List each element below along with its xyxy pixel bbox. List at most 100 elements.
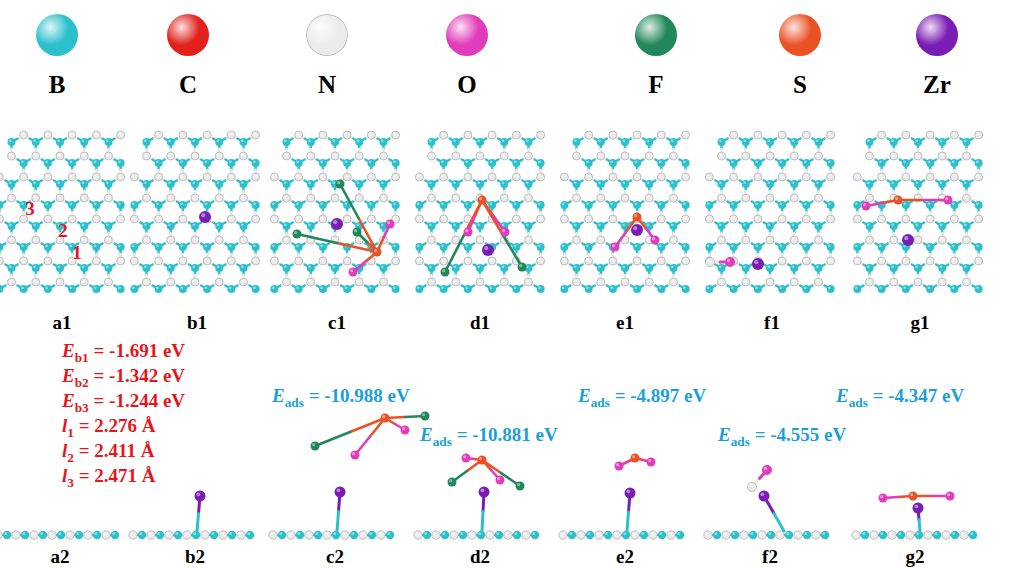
atom — [560, 257, 568, 265]
atom-highlight — [94, 132, 97, 135]
atom — [143, 138, 151, 146]
atom — [68, 173, 76, 181]
atom-highlight — [465, 202, 468, 205]
atom-highlight — [610, 174, 613, 177]
atom — [167, 138, 175, 146]
atom-highlight — [21, 202, 24, 205]
atom-highlight — [381, 139, 384, 142]
atom — [537, 285, 545, 293]
atom — [295, 285, 303, 293]
atom — [609, 257, 617, 265]
atom-highlight — [320, 202, 323, 205]
atom — [392, 201, 400, 209]
atom — [319, 285, 327, 293]
atom-highlight — [94, 244, 97, 247]
atom-highlight — [70, 258, 73, 261]
atom — [44, 201, 52, 209]
atom — [512, 215, 520, 223]
atom — [307, 138, 315, 146]
atom-highlight — [57, 195, 60, 198]
atom — [20, 173, 28, 181]
atom — [215, 152, 223, 160]
atom-highlight — [598, 139, 601, 142]
atom-highlight — [635, 258, 638, 261]
atom-highlight — [241, 153, 244, 156]
atom — [44, 215, 52, 223]
atom — [179, 285, 187, 293]
atom-highlight — [229, 132, 232, 135]
atom-highlight — [144, 279, 147, 282]
atom — [379, 180, 387, 188]
atom-highlight — [320, 258, 323, 261]
atom — [32, 264, 40, 272]
atom — [585, 173, 593, 181]
atom — [167, 222, 175, 230]
atom-highlight — [205, 132, 208, 135]
atom — [379, 194, 387, 202]
atom-highlight — [502, 181, 505, 184]
atom-highlight — [453, 139, 456, 142]
atom-highlight — [308, 181, 311, 184]
atom — [0, 215, 3, 223]
atom-highlight — [168, 153, 171, 156]
atom-highlight — [586, 258, 589, 261]
atom — [307, 278, 315, 286]
atom — [0, 285, 3, 293]
atom — [307, 264, 315, 272]
atom — [32, 278, 40, 286]
atom-highlight — [308, 279, 311, 282]
atom — [203, 159, 211, 167]
atom — [143, 180, 151, 188]
atom-highlight — [659, 160, 662, 163]
atom — [117, 257, 125, 265]
atom — [597, 222, 605, 230]
atom-highlight — [132, 244, 135, 247]
atom-highlight — [393, 132, 396, 135]
atom — [633, 243, 641, 251]
atom — [488, 173, 496, 181]
atom-highlight — [308, 139, 311, 142]
atom-highlight — [217, 139, 220, 142]
atom-highlight — [94, 202, 97, 205]
atom — [8, 152, 16, 160]
atom-highlight — [106, 139, 109, 142]
atom-highlight — [33, 265, 36, 268]
atom — [428, 180, 436, 188]
atom — [155, 257, 163, 265]
atom — [8, 138, 16, 146]
atom-highlight — [477, 181, 480, 184]
atom-highlight — [272, 258, 275, 261]
atom-highlight — [586, 160, 589, 163]
atom — [560, 173, 568, 181]
atom — [488, 131, 496, 139]
atom — [307, 194, 315, 202]
atom-highlight — [381, 279, 384, 282]
atom — [428, 152, 436, 160]
atom-highlight — [647, 265, 650, 268]
atom-highlight — [635, 132, 638, 135]
atom — [295, 257, 303, 265]
atom — [227, 131, 235, 139]
atom — [191, 236, 199, 244]
atom — [203, 285, 211, 293]
atom — [20, 257, 28, 265]
atom — [331, 278, 339, 286]
atom-highlight — [168, 195, 171, 198]
atom — [104, 236, 112, 244]
atom-highlight — [296, 132, 299, 135]
atom — [56, 264, 64, 272]
atom-highlight — [229, 216, 232, 219]
atom-highlight — [118, 216, 121, 219]
atom-highlight — [332, 265, 335, 268]
atom-highlight — [57, 265, 60, 268]
atom — [633, 173, 641, 181]
atom-highlight — [241, 279, 244, 282]
atom-highlight — [156, 258, 159, 261]
atom — [585, 215, 593, 223]
atom-highlight — [381, 153, 384, 156]
atom-highlight — [683, 258, 686, 261]
atom — [283, 222, 291, 230]
atom — [319, 201, 327, 209]
atom — [560, 285, 568, 293]
atom — [0, 173, 3, 181]
